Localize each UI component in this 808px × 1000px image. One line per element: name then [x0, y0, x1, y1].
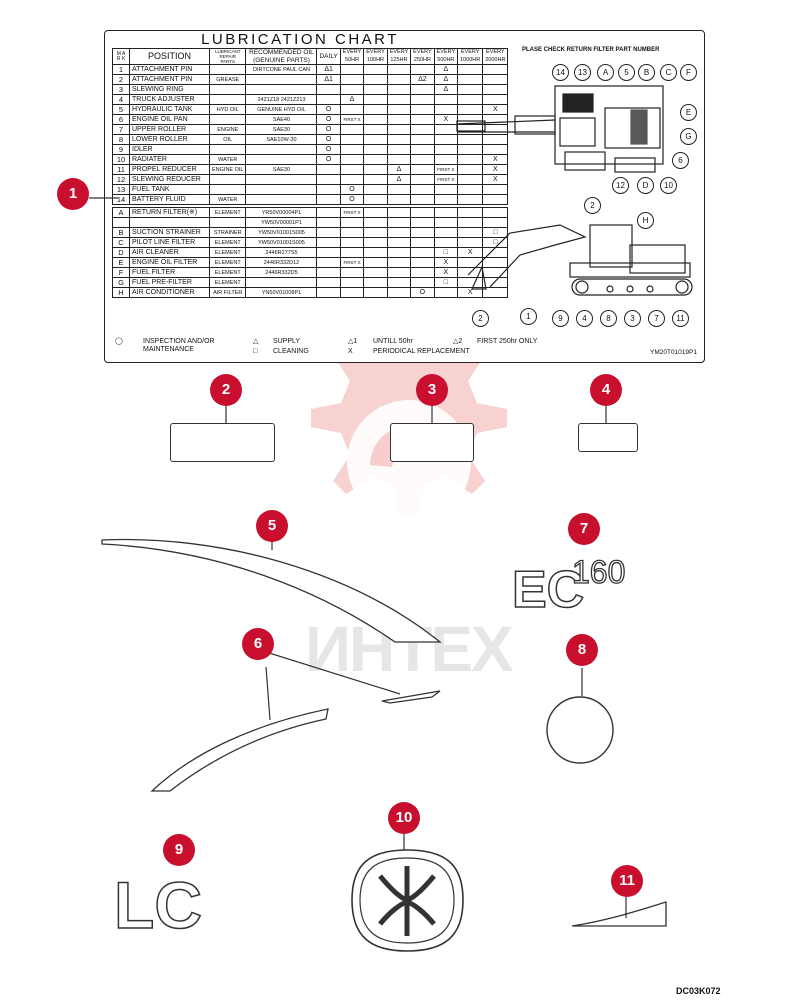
legend-inspection: INSPECTION AND/OR MAINTENANCE — [143, 338, 215, 353]
legend-cleaning-icon: □ — [253, 348, 258, 355]
machine-callout: 3 — [624, 310, 641, 327]
callout-8: 8 — [566, 634, 598, 666]
table-header-row: M A R K POSITION LUBRICANT REPAIR PARTS … — [112, 48, 509, 65]
lubrication-table: M A R K POSITION LUBRICANT REPAIR PARTS … — [112, 48, 509, 298]
machine-callout: E — [680, 104, 697, 121]
machine-callout: 2 — [472, 310, 489, 327]
decal-circle-8 — [546, 696, 614, 764]
callout-3: 3 — [416, 374, 448, 406]
interval-cell — [433, 287, 459, 298]
decal-ec-text: EC — [512, 561, 584, 615]
decal-lc: LC — [113, 870, 202, 935]
decal-stripe-5 — [101, 538, 442, 643]
decal-160-text: 160 — [572, 554, 625, 590]
filter-note: PLASE CHECK RETURN FILTER PART NUMBER — [522, 47, 660, 53]
decal-brand-logo — [351, 849, 464, 952]
machine-callout: B — [638, 64, 655, 81]
machine-callout: 6 — [672, 152, 689, 169]
callout-11: 11 — [611, 865, 643, 897]
legend-cleaning: CLEANING — [273, 348, 309, 355]
decal-ec160: EC 160 — [511, 553, 626, 615]
machine-callout: F — [680, 64, 697, 81]
machine-callout: D — [637, 177, 654, 194]
callout-2: 2 — [210, 374, 242, 406]
callout-6: 6 — [242, 628, 274, 660]
decal-2 — [170, 423, 275, 462]
plate-code: YM20T01019P1 — [650, 349, 697, 356]
machine-callout: 2 — [584, 197, 601, 214]
machine-callout: 5 — [618, 64, 635, 81]
machine-callout: 10 — [660, 177, 677, 194]
excavator-side-view — [467, 224, 693, 296]
decal-4 — [578, 423, 638, 452]
callout-7: 7 — [568, 513, 600, 545]
legend-supply-icon: △ — [253, 338, 259, 345]
col-recommended: RECOMMENDED OIL (GENUINE PARTS) — [245, 48, 318, 65]
decal-stripe-6b — [150, 708, 329, 792]
machine-callout: 8 — [600, 310, 617, 327]
legend-inspection-icon: ◯ — [115, 338, 123, 345]
callout-4: 4 — [590, 374, 622, 406]
legend-replacement: PERIODICAL REPLACEMENT — [373, 348, 470, 355]
decal-lc-text: LC — [114, 870, 202, 935]
machine-callout: A — [597, 64, 614, 81]
decal-3 — [390, 423, 474, 462]
legend-first250-icon: △2 — [453, 338, 463, 345]
decal-stripe-6a — [381, 690, 441, 704]
machine-callout: G — [680, 128, 697, 145]
legend-replacement-icon: X — [348, 348, 353, 355]
legend-first250: FIRST 250hr ONLY — [477, 338, 538, 345]
chart-legend: ◯ INSPECTION AND/OR MAINTENANCE △ SUPPLY… — [115, 338, 695, 360]
machine-callout: 1 — [520, 308, 537, 325]
machine-callout: H — [637, 212, 654, 229]
legend-until50: UNTILL 50hr — [373, 338, 413, 345]
callout-1: 1 — [57, 178, 89, 210]
callout-9: 9 — [163, 834, 195, 866]
interval-cell — [482, 287, 509, 298]
excavator-top-view — [456, 85, 664, 173]
drawing-code: DC03K072 — [676, 986, 721, 996]
machine-callout: 13 — [574, 64, 591, 81]
machine-callout: 12 — [612, 177, 629, 194]
machine-callout: 4 — [576, 310, 593, 327]
legend-supply: SUPPLY — [273, 338, 301, 345]
legend-until50-icon: △1 — [348, 338, 358, 345]
machine-callout: 9 — [552, 310, 569, 327]
decal-wedge-11 — [571, 901, 667, 927]
machine-callout: 14 — [552, 64, 569, 81]
lubricant-cell: AIR FILTER — [208, 287, 247, 298]
machine-callout: C — [660, 64, 677, 81]
machine-callout: 11 — [672, 310, 689, 327]
machine-callout: 7 — [648, 310, 665, 327]
callout-5: 5 — [256, 510, 288, 542]
callout-10: 10 — [388, 802, 420, 834]
chart-title: LUBRICATION CHART — [201, 31, 399, 48]
